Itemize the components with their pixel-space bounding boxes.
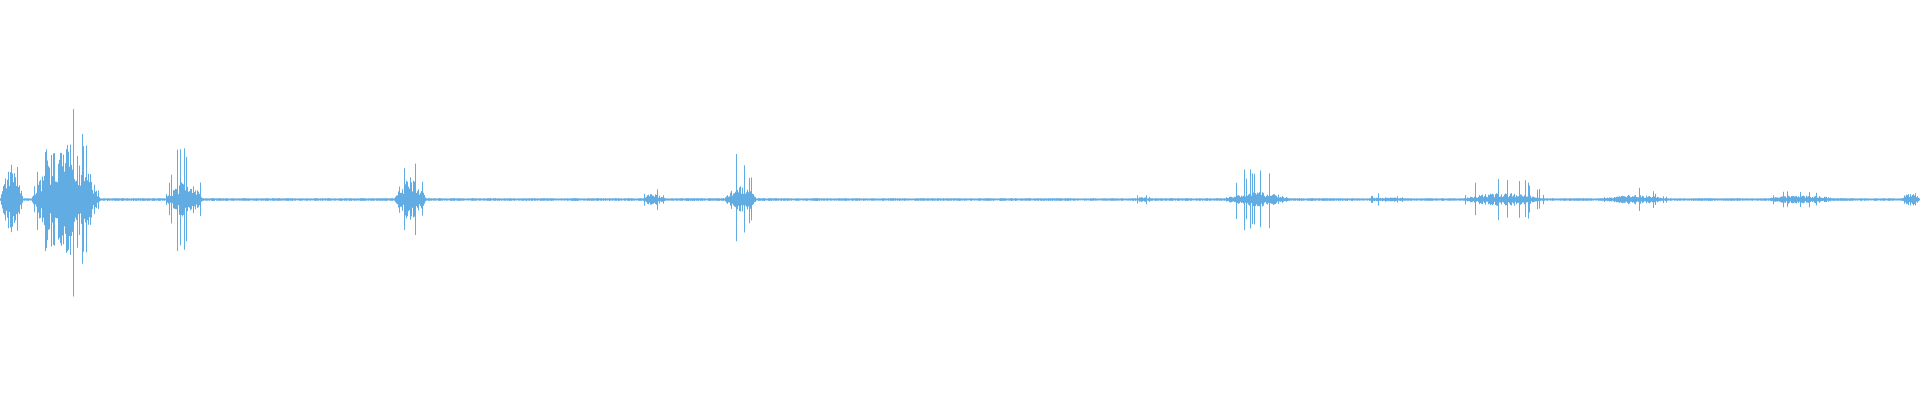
waveform-trace bbox=[0, 109, 1920, 297]
waveform-samples bbox=[0, 109, 1920, 297]
